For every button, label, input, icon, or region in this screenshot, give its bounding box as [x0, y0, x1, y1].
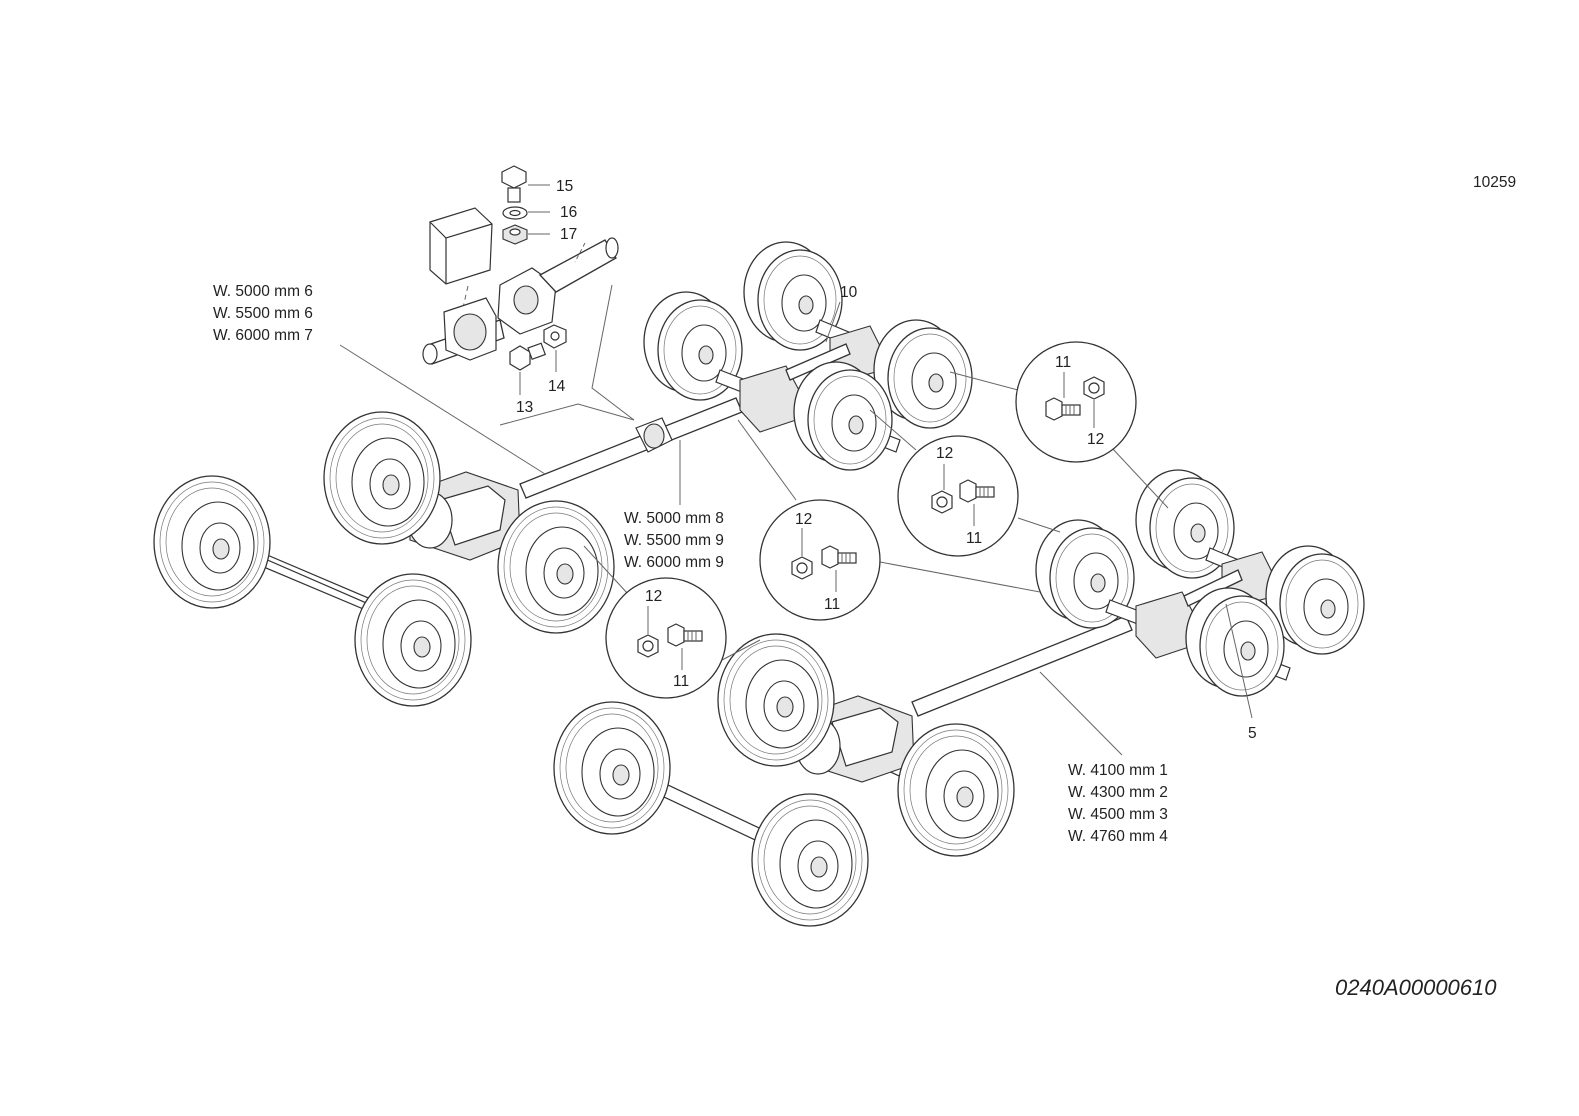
wheel-rear-right-2: [897, 723, 1015, 857]
lower-shaft-label-2: W. 4300 mm 2: [1068, 784, 1168, 801]
detail-2-bolt-callout: 11: [824, 596, 840, 613]
detail-2-nut-callout: 12: [795, 511, 812, 528]
washer-16: [502, 206, 528, 220]
wheel-front-left-2: [553, 701, 671, 835]
middle-shaft-label-1: W. 5000 mm 8: [624, 510, 724, 527]
propeller-shaft-2: [911, 615, 1133, 717]
bearing-cover: [429, 207, 493, 285]
front-shaft-label-1: W. 5000 mm 6: [213, 283, 313, 300]
middle-shaft-label-3: W. 6000 mm 9: [624, 554, 724, 571]
flange-yoke: [497, 237, 619, 335]
nut-17: [502, 224, 528, 245]
wheel-rear-right-1: [497, 500, 615, 634]
detail-circle-4: [1015, 341, 1137, 463]
bolt-15: [501, 165, 527, 203]
detail-2-nut-icon: [791, 556, 813, 580]
callout-16: 16: [560, 204, 577, 221]
callout-15: 15: [556, 178, 573, 195]
detail-4-nut-callout: 12: [1087, 431, 1104, 448]
detail-1-bolt-callout: 11: [673, 673, 689, 690]
drawing-code: 0240A00000610: [1335, 975, 1497, 1000]
wheel-rear-left-1: [323, 411, 441, 545]
lower-shaft-label-3: W. 4500 mm 3: [1068, 806, 1168, 823]
callout-13: 13: [516, 399, 533, 416]
lower-shaft-label-4: W. 4760 mm 4: [1068, 828, 1168, 845]
callout-10: 10: [840, 284, 858, 301]
front-shaft-label-2: W. 5500 mm 6: [213, 305, 313, 322]
middle-shaft-label-2: W. 5500 mm 9: [624, 532, 724, 549]
detail-1-nut-icon: [637, 634, 659, 658]
detail-3-nut-callout: 12: [936, 445, 953, 462]
center-bearing: [422, 297, 505, 365]
detail-3-nut-icon: [931, 490, 953, 514]
detail-circle-2: [759, 499, 881, 621]
wheel-rear-left-2: [717, 633, 835, 767]
lower-shaft-label-1: W. 4100 mm 1: [1068, 762, 1168, 779]
callout-14: 14: [548, 378, 566, 395]
detail-4-nut-icon: [1083, 376, 1105, 400]
wheel-front-left-1: [153, 475, 271, 609]
detail-circle-3: [897, 435, 1019, 557]
wheel-front-right-1: [354, 573, 472, 707]
detail-circle-1: [605, 577, 727, 699]
front-shaft-label-3: W. 6000 mm 7: [213, 327, 313, 344]
callout-17: 17: [560, 226, 577, 243]
detail-3-bolt-callout: 11: [966, 530, 982, 547]
callout-5: 5: [1248, 725, 1257, 742]
detail-1-nut-callout: 12: [645, 588, 662, 605]
bolt-13: [509, 342, 547, 371]
nut-14: [543, 324, 567, 349]
detail-4-bolt-callout: 11: [1055, 354, 1071, 371]
figure-number: 10259: [1473, 174, 1516, 191]
wheel-front-right-2: [751, 793, 869, 927]
propeller-shaft-1: [519, 397, 743, 499]
